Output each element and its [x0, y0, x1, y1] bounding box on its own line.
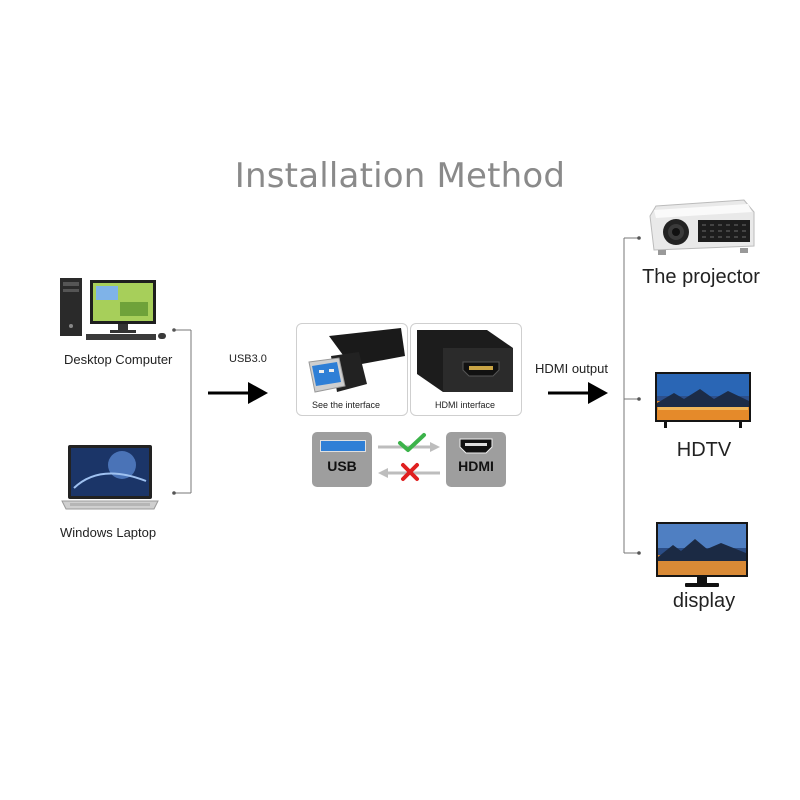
desktop-computer-icon [60, 278, 166, 340]
hdmi-connector-icon [417, 330, 513, 392]
desktop-label: Desktop Computer [64, 352, 173, 367]
hdtv-label: HDTV [676, 439, 732, 461]
hdmi-port-label: HDMI [458, 458, 494, 474]
projector-label: The projector [642, 266, 760, 288]
hdmi-output-label: HDMI output [535, 361, 608, 376]
cross-icon [401, 463, 419, 481]
usb-port-label: USB [327, 458, 357, 474]
display-monitor-icon [656, 522, 748, 587]
usb-plug-icon [308, 328, 405, 393]
hdmi-interface-caption: HDMI interface [435, 400, 496, 410]
usb-interface-panel: See the interface [296, 323, 408, 416]
usb3-label: USB3.0 [229, 353, 267, 365]
diagram-title: Installation Method [234, 156, 566, 196]
laptop-icon [61, 445, 159, 510]
projector-icon [649, 199, 755, 255]
input-arrow-icon [208, 382, 268, 404]
output-arrow-icon [548, 382, 608, 404]
hdtv-icon [655, 372, 751, 428]
laptop-label: Windows Laptop [60, 525, 157, 540]
hdmi-interface-panel: HDMI interface [410, 323, 522, 416]
display-label: display [672, 590, 736, 612]
usb-interface-caption: See the interface [312, 400, 381, 410]
check-icon [398, 433, 426, 452]
usb-port-badge: USB [312, 432, 372, 487]
hdmi-port-badge: HDMI [446, 432, 506, 487]
